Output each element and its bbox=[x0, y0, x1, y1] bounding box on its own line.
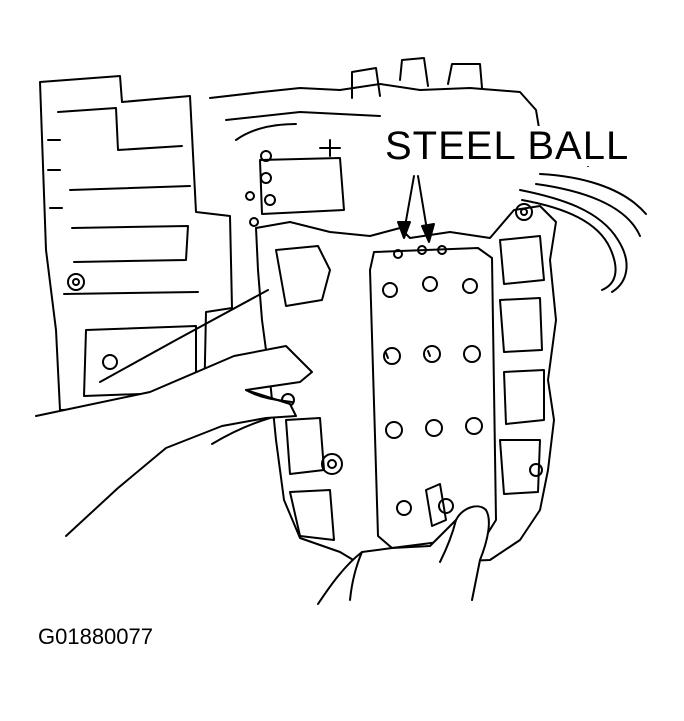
valve-body bbox=[255, 203, 557, 577]
right-hand bbox=[317, 505, 490, 605]
steel-ball-arrows bbox=[397, 175, 435, 243]
upper-housing bbox=[209, 57, 541, 227]
steel-ball-label: STEEL BALL bbox=[383, 124, 632, 168]
left-hand bbox=[35, 289, 313, 537]
figure-id-label: G01880077 bbox=[38, 624, 153, 649]
separator-plate bbox=[369, 245, 497, 549]
transmission-case bbox=[39, 75, 233, 411]
